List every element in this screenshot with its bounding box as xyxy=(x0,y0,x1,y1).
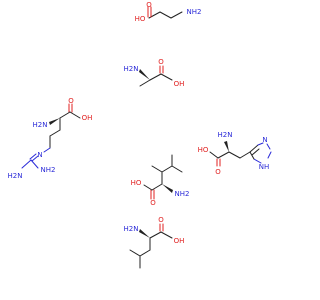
molecule-alanine: H2N O OH xyxy=(124,58,185,88)
glycine-amine-label: NH2 xyxy=(187,8,202,16)
leucine-2-carbonyl-o-label: O xyxy=(158,216,164,224)
molecule-leucine-1: O HO NH2 xyxy=(131,154,190,207)
histidine-carbonyl-o-label: O xyxy=(215,168,221,176)
arginine-acid-oh-label: OH xyxy=(82,114,93,122)
glycine-acid-oh-label: HO xyxy=(135,15,146,23)
molecule-diagram: HO O NH2 H2N O OH O H2N OH N N xyxy=(8,1,272,269)
leucine-1-acid-oh-label: HO xyxy=(131,179,142,187)
molecule-histidine: H2N O HO N NH xyxy=(198,131,272,176)
glycine-carbonyl-o-label: O xyxy=(146,1,152,9)
histidine-ring-nh-label: NH xyxy=(259,163,270,171)
arginine-guanidine-nh2-bottom-label: H2N xyxy=(8,172,23,180)
arginine-carbonyl-o-label: O xyxy=(68,97,74,105)
molecule-arginine: O H2N OH N NH2 H2N xyxy=(8,97,93,180)
arginine-guanidine-nh2-top-label: NH2 xyxy=(41,166,56,174)
histidine-acid-oh-label: HO xyxy=(198,146,209,154)
alanine-carbonyl-o-label: O xyxy=(158,58,164,66)
molecule-glycine: HO O NH2 xyxy=(135,1,202,23)
arginine-amine-label: H2N xyxy=(33,121,48,129)
arginine-imine-n-label: N xyxy=(37,151,42,159)
alanine-acid-oh-label: OH xyxy=(174,80,185,88)
histidine-amine-label: H2N xyxy=(218,131,233,139)
leucine-2-amine-label: H2N xyxy=(124,225,139,233)
histidine-ring-n-label: N xyxy=(262,136,267,144)
alanine-amine-label: H2N xyxy=(124,65,139,73)
molecule-leucine-2: H2N O OH xyxy=(124,216,185,269)
leucine-1-carbonyl-o-label: O xyxy=(150,199,156,207)
leucine-2-acid-oh-label: OH xyxy=(174,237,185,245)
leucine-1-amine-label: NH2 xyxy=(175,190,190,198)
